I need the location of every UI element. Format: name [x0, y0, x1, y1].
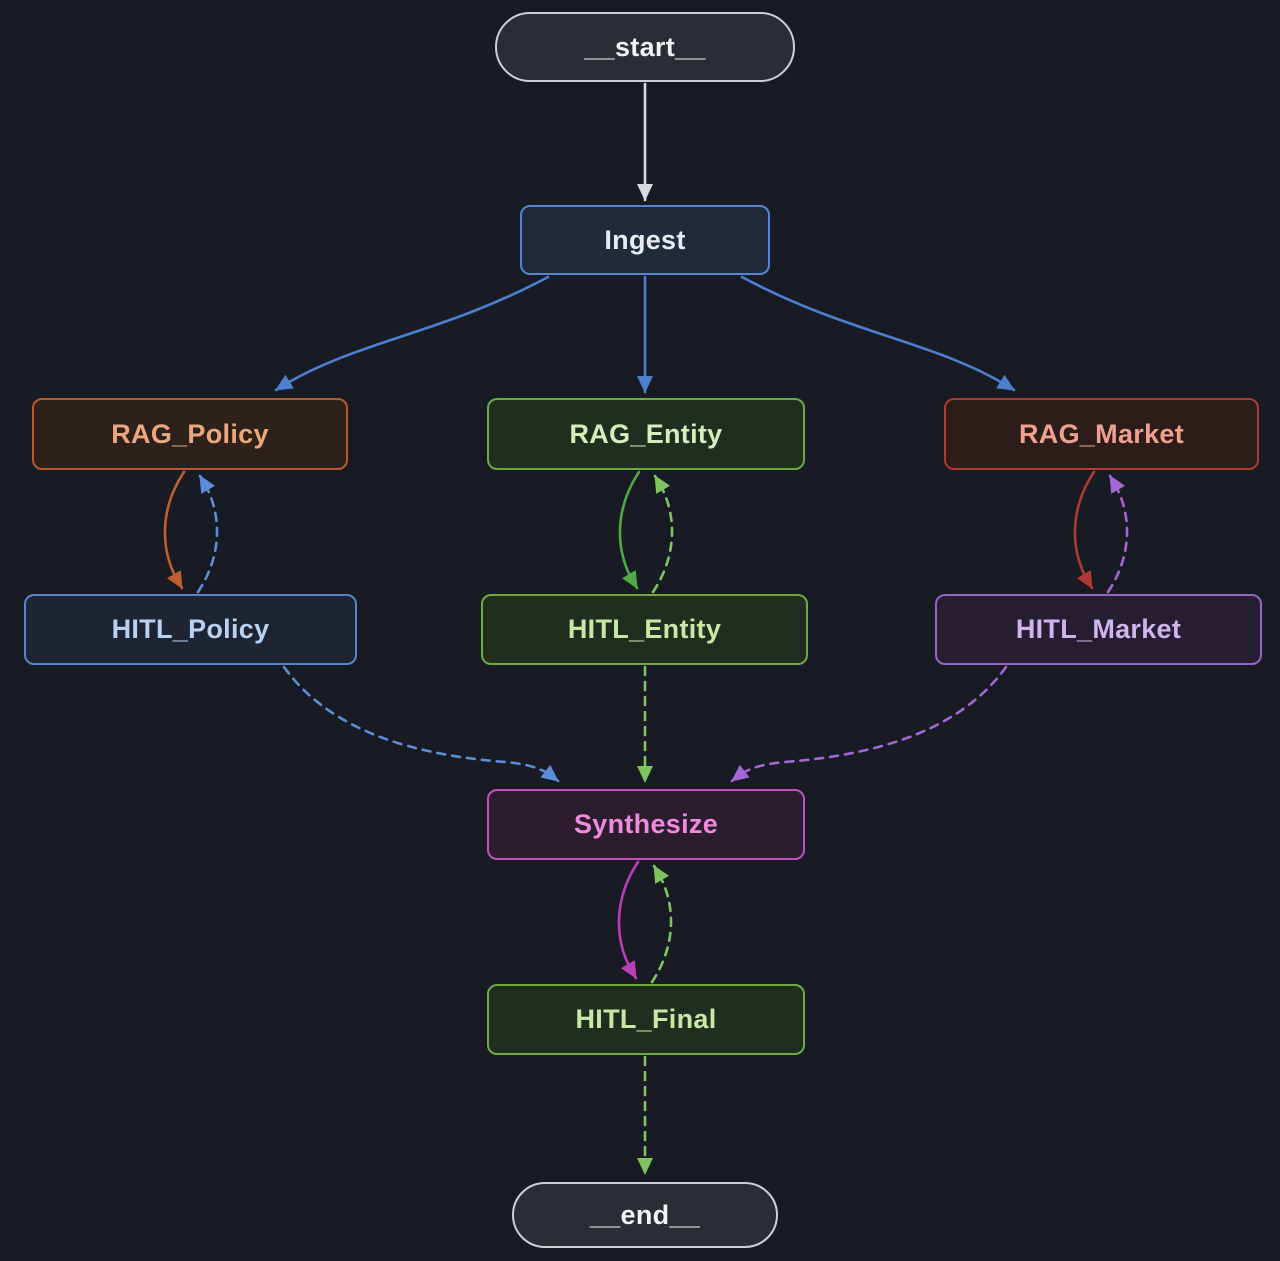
edge-hitl-market-to-rag-market-arrowhead: [1109, 475, 1126, 494]
edge-rag-policy-to-hitl-policy: [163, 470, 186, 590]
node-hitl-entity-label: HITL_Entity: [567, 614, 722, 644]
node-rag-market: RAG_Market: [944, 398, 1259, 470]
edge-start-to-ingest-arrowhead: [637, 184, 653, 201]
edge-rag-entity-to-hitl-entity-arrowhead: [621, 570, 638, 589]
edge-ingest-to-rag-policy-arrowhead: [275, 374, 294, 391]
edge-ingest-to-rag-market-arrowhead: [996, 374, 1015, 391]
node-rag-policy-label: RAG_Policy: [111, 418, 269, 449]
edge-hitl-final-to-synthesize-arrowhead: [653, 865, 670, 884]
edge-hitl-market-to-synthesize-arrowhead: [731, 764, 750, 782]
edge-ingest-to-rag-market: [740, 275, 1016, 392]
edge-rag-policy-to-hitl-policy-arrowhead: [166, 570, 183, 589]
edge-hitl-policy-to-rag-policy-arrowhead: [199, 475, 216, 494]
node-hitl-policy: HITL_Policy: [24, 594, 357, 665]
edge-hitl-entity-to-synthesize-arrowhead: [637, 766, 653, 783]
node-ingest-label: Ingest: [604, 224, 686, 255]
node-synthesize-label: Synthesize: [573, 809, 719, 839]
edge-hitl-final-to-synthesize: [650, 864, 673, 984]
edge-hitl-policy-to-synthesize-arrowhead: [540, 764, 559, 782]
node-rag-entity-label: RAG_Entity: [569, 418, 723, 449]
node-rag-entity: RAG_Entity: [487, 398, 805, 470]
node-hitl-entity: HITL_Entity: [481, 594, 808, 665]
edge-rag-entity-to-hitl-entity: [618, 470, 641, 590]
edge-synthesize-to-hitl-final-arrowhead: [620, 960, 637, 979]
edge-hitl-policy-to-synthesize: [282, 665, 560, 783]
node-end: __end__: [512, 1182, 778, 1248]
node-ingest: Ingest: [520, 205, 770, 275]
node-synthesize: Synthesize: [487, 789, 805, 860]
node-start-label: __start__: [584, 31, 706, 62]
edge-hitl-market-to-rag-market: [1106, 474, 1129, 594]
edge-synthesize-to-hitl-final: [617, 860, 640, 980]
edge-hitl-entity-to-rag-entity-arrowhead: [654, 475, 671, 494]
node-hitl-final-label: HITL_Final: [575, 1004, 717, 1034]
node-rag-market-label: RAG_Market: [1018, 418, 1185, 449]
edge-hitl-market-to-synthesize: [730, 665, 1008, 783]
node-hitl-policy-label: HITL_Policy: [111, 614, 270, 644]
node-hitl-final: HITL_Final: [487, 984, 805, 1055]
node-end-label: __end__: [589, 1199, 701, 1230]
node-hitl-market-label: HITL_Market: [1015, 614, 1182, 644]
edge-hitl-policy-to-rag-policy: [196, 474, 219, 594]
node-rag-policy: RAG_Policy: [32, 398, 348, 470]
edge-ingest-to-rag-entity-arrowhead: [637, 376, 653, 393]
node-start: __start__: [495, 12, 795, 82]
edge-hitl-final-to-end-arrowhead: [637, 1158, 653, 1175]
edge-rag-market-to-hitl-market-arrowhead: [1076, 570, 1093, 589]
edge-ingest-to-rag-policy: [274, 275, 550, 392]
edge-rag-market-to-hitl-market: [1073, 470, 1096, 590]
edge-hitl-entity-to-rag-entity: [651, 474, 674, 594]
node-hitl-market: HITL_Market: [935, 594, 1262, 665]
